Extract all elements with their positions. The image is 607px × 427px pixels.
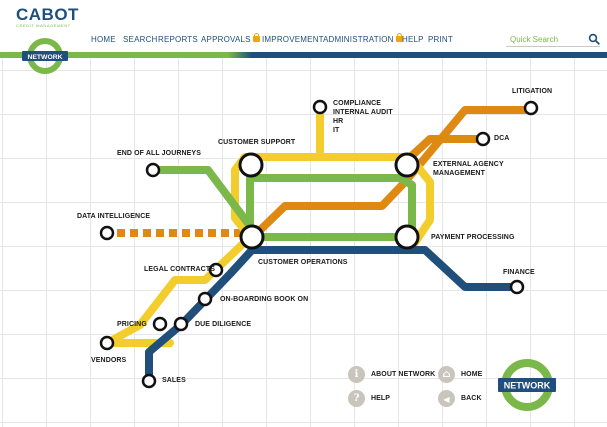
about-network-button[interactable]: i ABOUT NETWORK [348, 366, 435, 383]
padlock-icon [395, 32, 403, 42]
nav-administration[interactable]: ADMINISTRATION [323, 32, 403, 44]
nav-help[interactable]: HELP [402, 35, 424, 44]
background-grid [0, 58, 607, 427]
label-vendors[interactable]: VENDORS [91, 357, 127, 364]
label-payment-processing[interactable]: PAYMENT PROCESSING [431, 234, 515, 241]
help-label: HELP [371, 395, 391, 402]
label-dca[interactable]: DCA [494, 135, 510, 142]
nav-print[interactable]: PRINT [428, 35, 453, 44]
green-line [150, 161, 416, 241]
label-it: IT [333, 127, 340, 134]
home-button[interactable]: ⌂ HOME [438, 366, 482, 383]
label-due-diligence[interactable]: DUE DILIGENCE [195, 321, 252, 328]
station-payment-processing[interactable] [394, 224, 420, 250]
logo-tagline: CREDIT MANAGEMENT [16, 23, 71, 28]
station-dca[interactable] [475, 131, 491, 147]
back-arrow-icon: ◀ [438, 390, 455, 407]
nav-administration-label: ADMINISTRATION [323, 35, 394, 44]
top-navigation-bar: CABOT CREDIT MANAGEMENT HOME SEARCH REPO… [0, 0, 607, 62]
label-hr: HR [333, 118, 344, 125]
label-customer-operations[interactable]: CUSTOMER OPERATIONS [258, 259, 348, 266]
nav-reports[interactable]: REPORTS [158, 35, 198, 44]
header-stripe-join [228, 52, 252, 58]
nav-improvement[interactable]: IMPROVEMENT [262, 35, 324, 44]
cabot-logo[interactable]: CABOT CREDIT MANAGEMENT [16, 6, 79, 28]
station-onboarding[interactable] [197, 291, 213, 307]
station-sales[interactable] [141, 373, 157, 389]
label-compliance-group[interactable]: COMPLIANCE INTERNAL AUDIT HR IT [333, 99, 393, 135]
network-roundel-header[interactable]: NETWORK [20, 36, 70, 76]
station-finance[interactable] [509, 279, 525, 295]
station-customer-operations[interactable] [239, 224, 265, 250]
nav-search[interactable]: SEARCH [123, 35, 158, 44]
blue-line [145, 246, 521, 385]
label-management: MANAGEMENT [433, 170, 485, 177]
nav-approvals[interactable]: APPROVALS [201, 32, 260, 44]
station-data-intelligence[interactable] [99, 225, 115, 241]
label-pricing[interactable]: PRICING [117, 321, 147, 328]
label-finance[interactable]: FINANCE [503, 269, 535, 276]
label-external-agency-group[interactable]: EXTERNAL AGENCY MANAGEMENT [433, 160, 504, 178]
station-end-of-all-journeys[interactable] [145, 162, 161, 178]
nav-home[interactable]: HOME [91, 35, 116, 44]
magnifier-icon[interactable] [588, 33, 600, 45]
about-network-label: ABOUT NETWORK [371, 371, 436, 378]
label-legal-contracts[interactable]: LEGAL CONTRACTS [144, 266, 215, 273]
back-label: BACK [461, 395, 482, 402]
label-customer-support[interactable]: CUSTOMER SUPPORT [218, 139, 296, 146]
station-pricing[interactable] [152, 316, 168, 332]
station-external-agency[interactable] [394, 152, 420, 178]
label-compliance: COMPLIANCE [333, 100, 382, 107]
header-stripe-green [0, 52, 240, 58]
station-legal-contracts[interactable] [208, 262, 224, 278]
label-external-agency: EXTERNAL AGENCY [433, 161, 504, 168]
quick-search-input[interactable] [510, 33, 584, 45]
label-internal-audit: INTERNAL AUDIT [333, 109, 393, 116]
header-stripe-blue [240, 52, 607, 58]
padlock-icon [252, 32, 260, 42]
nav-approvals-label: APPROVALS [201, 35, 251, 44]
label-onboarding[interactable]: ON-BOARDING BOOK ON [220, 296, 309, 303]
home-label: HOME [461, 371, 483, 378]
label-sales[interactable]: SALES [162, 377, 186, 384]
station-compliance[interactable] [312, 99, 328, 115]
home-icon: ⌂ [438, 366, 455, 383]
station-due-diligence[interactable] [173, 316, 189, 332]
network-roundel-footer[interactable]: NETWORK [495, 355, 559, 415]
label-data-intelligence[interactable]: DATA INTELLIGENCE [77, 213, 151, 220]
back-button[interactable]: ◀ BACK [438, 390, 482, 407]
label-end-of-all-journeys[interactable]: END OF ALL JOURNEYS [117, 150, 201, 157]
info-icon: i [348, 366, 365, 383]
question-icon: ? [348, 390, 365, 407]
network-roundel-footer-label: NETWORK [504, 381, 551, 391]
station-customer-support[interactable] [238, 152, 264, 178]
network-roundel-label: NETWORK [27, 54, 62, 61]
quick-search [506, 31, 600, 47]
station-litigation[interactable] [523, 100, 539, 116]
label-litigation[interactable]: LITIGATION [512, 88, 553, 95]
station-vendors[interactable] [99, 335, 115, 351]
logo-wordmark: CABOT [16, 5, 79, 24]
help-button[interactable]: ? HELP [348, 390, 390, 407]
